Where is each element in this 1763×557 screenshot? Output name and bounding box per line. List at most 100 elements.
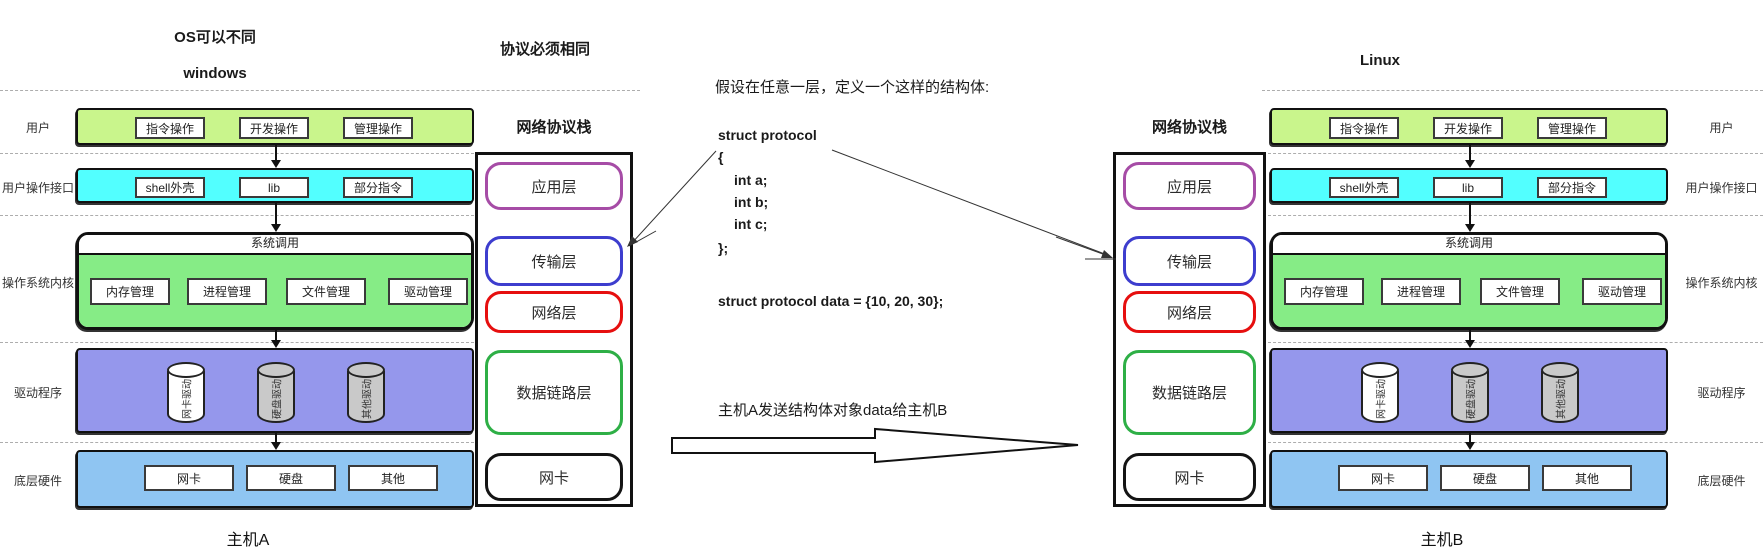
driver-cylinder: 其他驱动	[347, 362, 385, 423]
interface-chip: shell外壳	[135, 177, 205, 198]
kernel-chip: 文件管理	[1480, 278, 1560, 305]
down-arrow	[1465, 330, 1475, 348]
dashed-separator	[1268, 342, 1763, 343]
layer-transport: 传输层	[1123, 236, 1256, 286]
struct-intro-text: 假设在任意一层，定义一个这样的结构体:	[715, 79, 990, 96]
connector-to-transport-b	[831, 149, 1111, 257]
layer-datalink: 数据链路层	[485, 350, 623, 435]
hardware-layer-box: 网卡 硬盘 其他	[76, 450, 474, 508]
down-arrow	[271, 433, 281, 450]
down-arrow	[1465, 433, 1475, 450]
user-layer-bar: 指令操作 开发操作 管理操作	[76, 108, 474, 145]
down-arrow	[271, 330, 281, 348]
driver-layer-box: 网卡驱动 硬盘驱动 其他驱动	[1270, 348, 1668, 433]
protocol-stack-a: 应用层 传输层 网络层 数据链路层 网卡	[475, 152, 633, 507]
driver-cylinder: 网卡驱动	[167, 362, 205, 423]
side-label-kernel: 操作系统内核	[1, 276, 74, 290]
proto-stack-label-b: 网络协议栈	[1151, 119, 1227, 136]
interface-chip: lib	[1433, 177, 1503, 198]
host-a-label: 主机A	[226, 532, 270, 549]
kernel-chip: 进程管理	[187, 278, 267, 305]
dashed-separator	[1268, 442, 1763, 443]
side-label-driver: 驱动程序	[13, 386, 62, 400]
host-b-os-title: Linux	[1360, 52, 1400, 69]
driver-cylinder: 网卡驱动	[1361, 362, 1399, 423]
host-b-label: 主机B	[1420, 532, 1464, 549]
interface-chip: 部分指令	[1537, 177, 1607, 198]
code-brace-close: };	[718, 240, 729, 256]
dashed-separator	[1268, 215, 1763, 216]
interface-chip: shell外壳	[1329, 177, 1399, 198]
kernel-chip: 文件管理	[286, 278, 366, 305]
big-send-arrow	[671, 427, 1079, 464]
side-label-interface: 用户操作接口	[1685, 181, 1758, 195]
down-arrow	[271, 203, 281, 232]
user-op-chip: 指令操作	[135, 117, 205, 139]
connector-to-transport-a	[630, 150, 717, 245]
down-arrow	[271, 145, 281, 168]
user-op-chip: 开发操作	[239, 117, 309, 139]
side-label-kernel: 操作系统内核	[1685, 276, 1758, 290]
dashed-separator	[0, 342, 474, 343]
hardware-chip: 其他	[1542, 465, 1632, 491]
code-field-a: int a;	[734, 172, 768, 188]
user-layer-bar: 指令操作 开发操作 管理操作	[1270, 108, 1668, 145]
kernel-box: 系统调用 内存管理 进程管理 文件管理 驱动管理	[76, 232, 474, 330]
code-field-b: int b;	[734, 194, 769, 210]
kernel-chip: 内存管理	[90, 278, 170, 305]
dashed-separator	[1262, 90, 1763, 91]
hardware-layer-box: 网卡 硬盘 其他	[1270, 450, 1668, 508]
kernel-chip: 驱动管理	[1582, 278, 1662, 305]
hardware-chip: 网卡	[1338, 465, 1428, 491]
side-label-hardware: 底层硬件	[13, 474, 62, 488]
driver-layer-box: 网卡驱动 硬盘驱动 其他驱动	[76, 348, 474, 433]
hardware-chip: 硬盘	[246, 465, 336, 491]
user-op-chip: 管理操作	[343, 117, 413, 139]
side-label-interface: 用户操作接口	[1, 181, 74, 195]
kernel-box: 系统调用 内存管理 进程管理 文件管理 驱动管理	[1270, 232, 1668, 330]
down-arrow	[1465, 145, 1475, 168]
user-op-chip: 管理操作	[1537, 117, 1607, 139]
kernel-chip: 内存管理	[1284, 278, 1364, 305]
dashed-separator	[1268, 153, 1763, 154]
arrowhead	[1101, 250, 1113, 258]
host-a-os-stack: 指令操作 开发操作 管理操作 shell外壳 lib 部分指令 系统调用 内存管…	[76, 108, 474, 549]
syscall-header: 系统调用	[79, 235, 471, 255]
down-arrow	[1465, 203, 1475, 232]
code-brace-open: {	[718, 149, 724, 165]
hardware-chip: 网卡	[144, 465, 234, 491]
code-init: struct protocol data = {10, 20, 30};	[718, 293, 944, 309]
protocol-stack-b: 应用层 传输层 网络层 数据链路层 网卡	[1113, 152, 1266, 507]
host-b-os-stack: 指令操作 开发操作 管理操作 shell外壳 lib 部分指令 系统调用 内存管…	[1270, 108, 1668, 549]
side-label-driver: 驱动程序	[1697, 386, 1746, 400]
layer-network: 网络层	[485, 291, 623, 333]
user-op-chip: 指令操作	[1329, 117, 1399, 139]
user-interface-bar: shell外壳 lib 部分指令	[76, 168, 474, 203]
note-protocol-same: 协议必须相同	[499, 41, 590, 58]
user-op-chip: 开发操作	[1433, 117, 1503, 139]
layer-application: 应用层	[1123, 162, 1256, 210]
interface-chip: 部分指令	[343, 177, 413, 198]
kernel-chip: 驱动管理	[388, 278, 468, 305]
side-label-user: 用户	[1709, 121, 1734, 135]
driver-cylinder: 其他驱动	[1541, 362, 1579, 423]
layer-datalink: 数据链路层	[1123, 350, 1256, 435]
proto-stack-label-a: 网络协议栈	[516, 119, 592, 136]
side-label-hardware: 底层硬件	[1697, 474, 1746, 488]
layer-nic: 网卡	[485, 453, 623, 501]
layer-network: 网络层	[1123, 291, 1256, 333]
host-a-os-title: windows	[183, 65, 247, 82]
layer-nic: 网卡	[1123, 453, 1256, 501]
syscall-header: 系统调用	[1273, 235, 1665, 255]
kernel-chip: 进程管理	[1381, 278, 1461, 305]
user-interface-bar: shell外壳 lib 部分指令	[1270, 168, 1668, 203]
connector-stroke	[628, 230, 657, 247]
code-struct-decl: struct protocol	[718, 127, 817, 143]
layer-application: 应用层	[485, 162, 623, 210]
dashed-separator	[0, 153, 474, 154]
side-label-user: 用户	[25, 121, 50, 135]
connector-stroke	[1055, 236, 1112, 258]
send-note-text: 主机A发送结构体对象data给主机B	[718, 402, 948, 419]
hardware-chip: 其他	[348, 465, 438, 491]
